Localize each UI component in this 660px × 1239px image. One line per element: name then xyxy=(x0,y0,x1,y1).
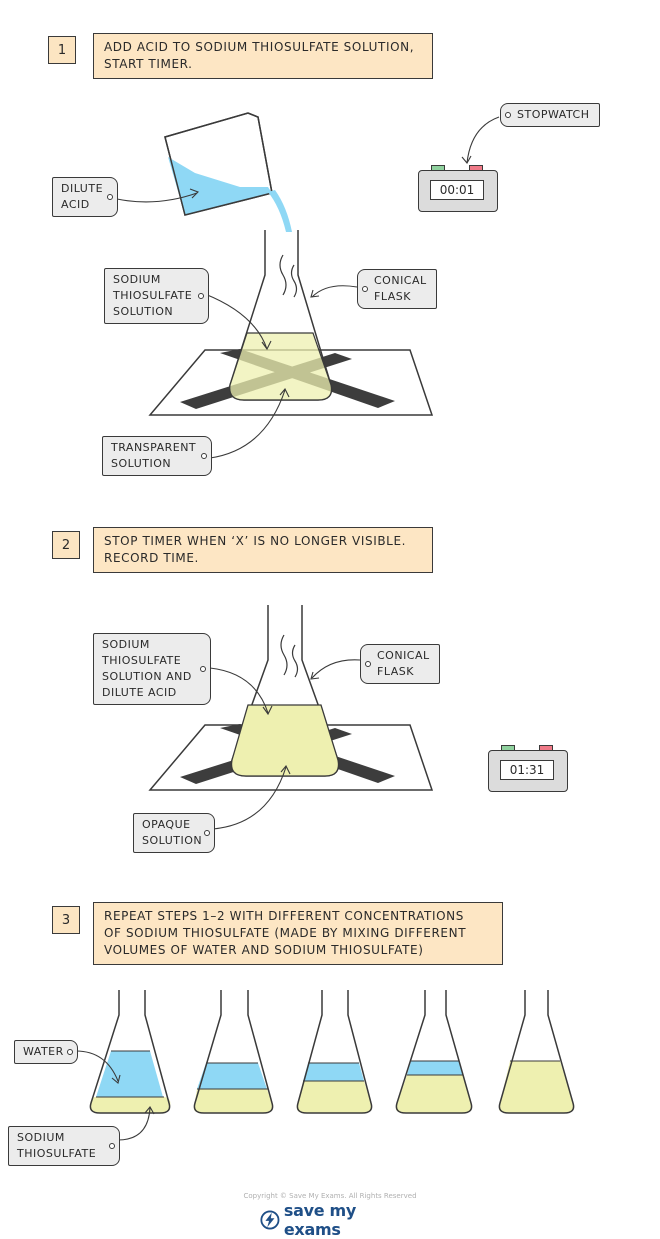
step-1-diagram xyxy=(116,112,500,459)
thiosulfate-solution xyxy=(229,332,333,401)
dilute-acid-label: DILUTE ACID xyxy=(52,177,118,217)
flask-3 xyxy=(296,990,373,1114)
flask-2 xyxy=(193,990,274,1114)
acid-stream xyxy=(268,190,292,232)
sodium-thiosulfate-solution-label: SODIUM THIOSULFATE SOLUTION xyxy=(104,268,209,324)
conical-flask-label-1: CONICAL FLASK xyxy=(357,269,437,309)
step-2-number: 2 xyxy=(52,531,80,559)
fumes-icon xyxy=(279,254,287,296)
stopwatch-1: 00:01 xyxy=(418,165,498,212)
stopwatch-1-display: 00:01 xyxy=(430,180,484,200)
sodium-thiosulfate-label: SODIUM THIOSULFATE xyxy=(8,1126,120,1166)
flask-4 xyxy=(395,990,473,1114)
stop-button-icon xyxy=(469,165,483,171)
brand-name: save my exams xyxy=(283,1201,357,1239)
step-2-instruction: STOP TIMER WHEN ‘X’ IS NO LONGER VISIBLE… xyxy=(93,527,433,573)
step-2-diagram xyxy=(148,605,434,830)
flask-5 xyxy=(498,990,575,1114)
opaque-solution-label: OPAQUE SOLUTION xyxy=(133,813,215,853)
step-3-flasks xyxy=(75,990,575,1141)
transparent-solution-label: TRANSPARENT SOLUTION xyxy=(102,436,212,476)
stopwatch-2-display: 01:31 xyxy=(500,760,554,780)
water-label: WATER xyxy=(14,1040,78,1064)
step-1-number: 1 xyxy=(48,36,76,64)
start-button-icon xyxy=(501,745,515,751)
stopwatch-2: 01:31 xyxy=(488,745,568,792)
flask-1 xyxy=(89,990,171,1114)
conical-flask-label-2: CONICAL FLASK xyxy=(360,644,440,684)
step-3-number: 3 xyxy=(52,906,80,934)
copyright-text: Copyright © Save My Exams. All Rights Re… xyxy=(243,1192,417,1200)
opaque-mixture xyxy=(230,704,340,777)
thiosulfate-and-acid-label: SODIUM THIOSULFATE SOLUTION AND DILUTE A… xyxy=(93,633,211,705)
step-1-instruction: ADD ACID TO SODIUM THIOSULFATE SOLUTION,… xyxy=(93,33,433,79)
start-button-icon xyxy=(431,165,445,171)
step-3-instruction: REPEAT STEPS 1–2 WITH DIFFERENT CONCENTR… xyxy=(93,902,503,965)
brand-logo: save my exams xyxy=(260,1201,405,1239)
dilute-acid xyxy=(168,157,272,215)
fumes-icon xyxy=(280,634,288,676)
lightning-logo-icon xyxy=(260,1210,280,1230)
stop-button-icon xyxy=(539,745,553,751)
stopwatch-label: STOPWATCH xyxy=(500,103,600,127)
